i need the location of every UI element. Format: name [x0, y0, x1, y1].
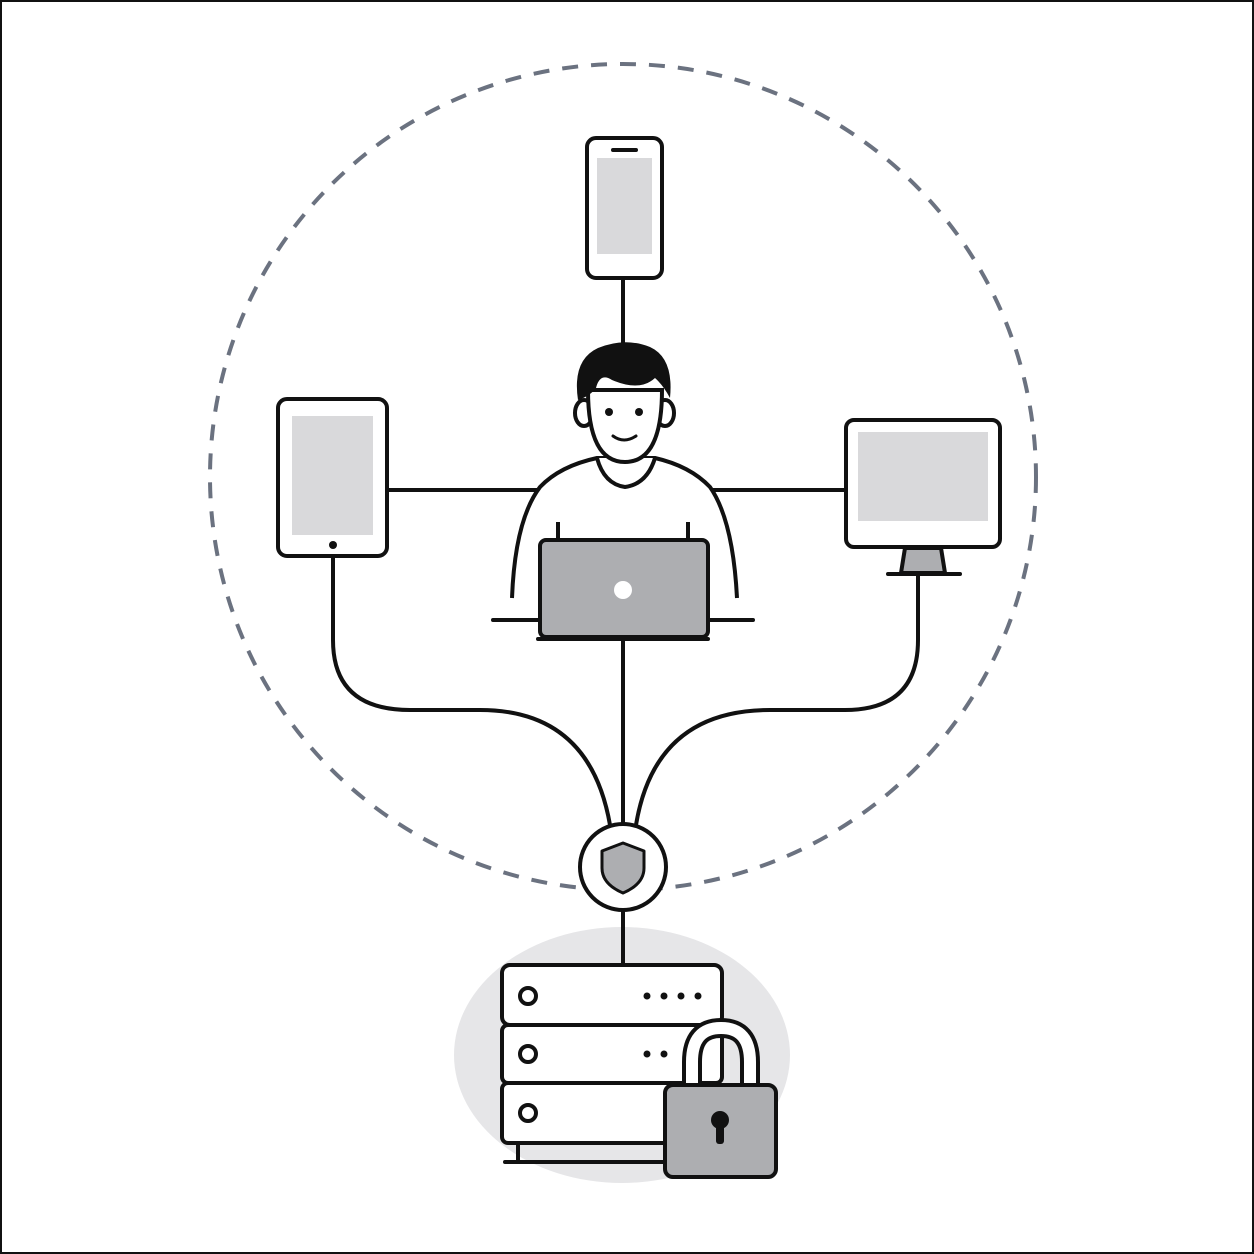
desktop-stand: [899, 546, 947, 575]
server-vent-dots-1: [643, 992, 702, 1000]
server-rack-icon: [500, 963, 724, 1164]
padlock-shackle-inner: [686, 1021, 756, 1085]
user-face: [585, 388, 665, 465]
user-with-laptop-icon: [491, 342, 755, 641]
padlock-keyhole: [711, 1111, 729, 1129]
tablet-home-button: [329, 541, 337, 549]
server-vent-dots-2: [643, 1050, 668, 1058]
laptop-logo: [614, 581, 632, 599]
server-led-1: [518, 986, 538, 1006]
connection-lines: [331, 276, 920, 967]
user-smile: [611, 434, 638, 442]
tablet-icon: [276, 397, 389, 558]
tablet-screen: [292, 416, 373, 535]
security-gateway: [578, 822, 668, 912]
server-led-3: [518, 1103, 538, 1123]
user-hair: [576, 342, 671, 400]
padlock-icon: [663, 1017, 778, 1179]
shield-icon: [600, 841, 646, 895]
padlock-keyhole-slot: [716, 1122, 724, 1144]
user-right-eye: [635, 408, 643, 416]
user-collar: [595, 457, 657, 490]
edge-desktop-gateway: [634, 573, 920, 827]
desktop-screen: [858, 432, 988, 521]
smartphone-screen: [597, 158, 652, 254]
user-left-eye: [605, 408, 613, 416]
edge-tablet-gateway: [331, 554, 612, 827]
smartphone-icon: [585, 136, 664, 280]
server-led-2: [518, 1044, 538, 1064]
desktop-monitor-icon: [844, 418, 1002, 576]
